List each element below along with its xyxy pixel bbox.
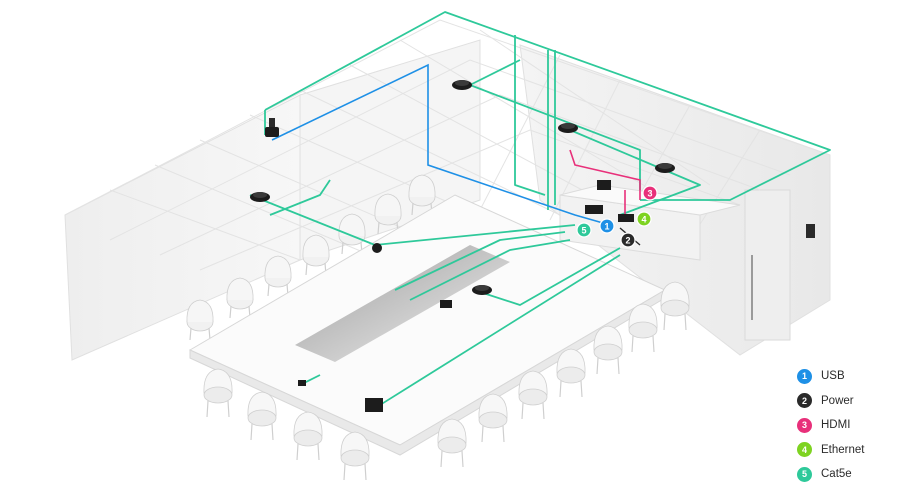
wall-panel xyxy=(806,224,815,238)
legend-label-cat5e: Cat5e xyxy=(821,468,852,481)
marker-2: 2 xyxy=(620,232,636,248)
legend-item-usb: 1 USB xyxy=(797,364,897,389)
marker-3-number: 3 xyxy=(647,189,652,199)
legend-item-cat5e: 5 Cat5e xyxy=(797,462,897,487)
ceiling-grid xyxy=(64,19,831,271)
marker-2-number: 2 xyxy=(625,236,630,246)
marker-1-number: 1 xyxy=(604,222,609,232)
ceiling-speaker-5 xyxy=(472,285,492,295)
legend: 1 USB 2 Power 3 HDMI 4 Ethernet 5 Cat5e xyxy=(797,364,897,487)
back-wall xyxy=(299,39,481,261)
legend-item-hdmi: 3 HDMI xyxy=(797,413,897,438)
marker-5: 5 xyxy=(576,222,592,238)
marker-4-number: 4 xyxy=(641,215,646,225)
av-device xyxy=(597,180,611,190)
legend-label-usb: USB xyxy=(821,370,845,383)
table-microphone xyxy=(372,243,382,253)
legend-item-power: 2 Power xyxy=(797,389,897,414)
marker-1: 1 xyxy=(599,218,615,234)
switch-device xyxy=(618,214,634,222)
ceiling-speaker-1 xyxy=(452,80,472,90)
legend-number-ethernet: 4 xyxy=(797,442,812,458)
legend-number-hdmi: 3 xyxy=(797,417,812,433)
usb-cables xyxy=(271,63,611,226)
ceiling-speaker-2 xyxy=(558,123,578,133)
legend-item-ethernet: 4 Ethernet xyxy=(797,438,897,463)
table-center-slot xyxy=(295,245,510,362)
legend-number-cat5e: 5 xyxy=(797,466,812,482)
marker-5-number: 5 xyxy=(581,226,586,236)
legend-number-usb: 1 xyxy=(797,368,812,384)
hdmi-cables xyxy=(569,149,641,215)
marker-4: 4 xyxy=(636,211,652,227)
legend-label-power: Power xyxy=(821,394,854,407)
ceiling-speaker-3 xyxy=(655,163,675,173)
legend-number-power: 2 xyxy=(797,393,812,409)
camera-device xyxy=(265,118,279,137)
ceiling-speaker-4 xyxy=(250,192,270,202)
legend-label-hdmi: HDMI xyxy=(821,419,851,432)
legend-label-ethernet: Ethernet xyxy=(821,443,865,456)
hub-device xyxy=(585,205,603,214)
touch-panel xyxy=(365,398,383,412)
table-box xyxy=(440,300,452,308)
marker-3: 3 xyxy=(642,185,658,201)
table-hdmi-plate xyxy=(298,380,306,386)
